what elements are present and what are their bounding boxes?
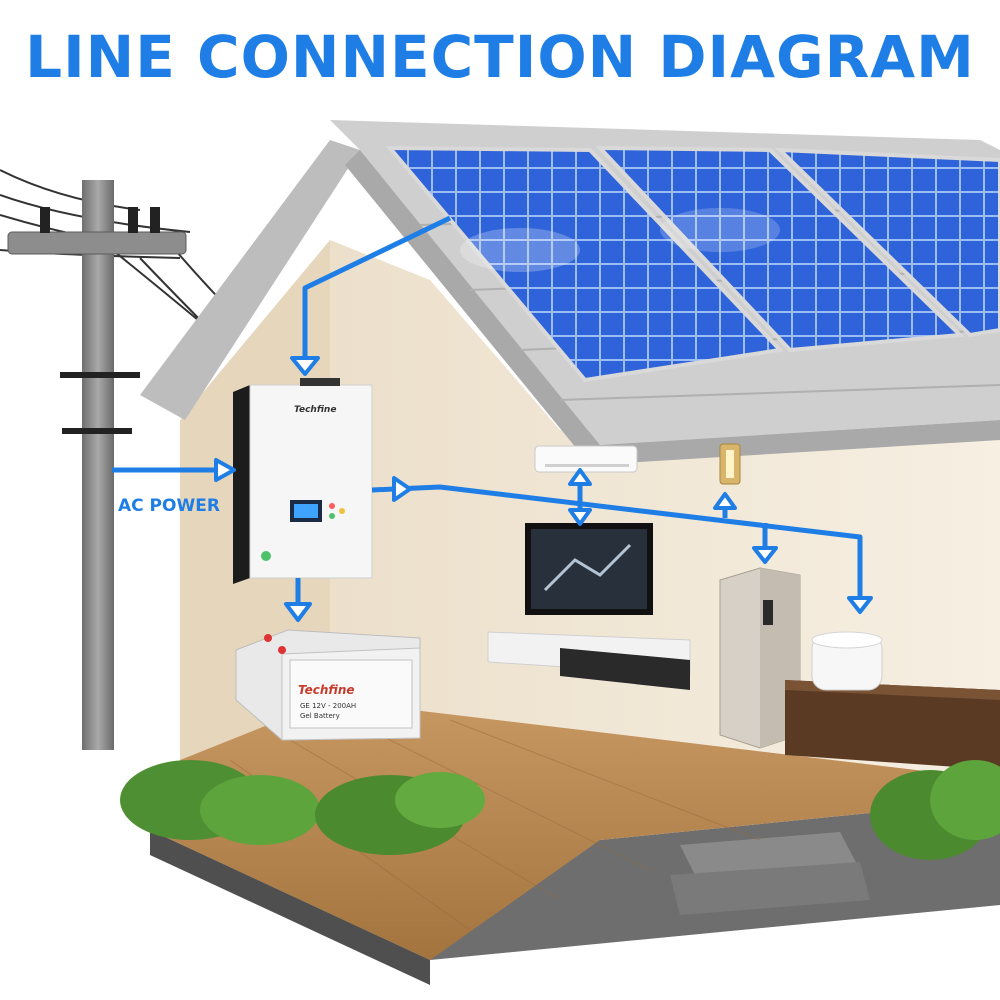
bush-left — [120, 760, 485, 855]
bush-right — [870, 760, 1000, 860]
solar-panel-3 — [774, 147, 1000, 338]
leaf-logo-icon — [261, 551, 271, 561]
ac-power-label: AC POWER — [118, 496, 220, 516]
pole-crossarm — [7, 231, 187, 255]
arrow-down-icon — [568, 508, 592, 526]
rice-cooker — [811, 631, 883, 691]
arrow-down-icon — [847, 596, 873, 614]
arrow-right-icon — [392, 476, 412, 502]
battery-brand: Techfine — [298, 683, 355, 697]
inverter-brand: Techfine — [294, 405, 336, 415]
gel-battery — [235, 629, 421, 741]
wall-lamp — [719, 443, 741, 485]
air-conditioner — [534, 445, 638, 473]
arrow-right-icon — [214, 458, 236, 482]
diagram-title: LINE CONNECTION DIAGRAM — [25, 23, 975, 91]
solar-panels — [385, 145, 1000, 383]
roof-left-edge — [140, 140, 360, 420]
arrow-down-icon — [752, 546, 778, 564]
arrow-up-icon — [713, 492, 737, 510]
connection-arrows — [214, 356, 873, 622]
arrow-down-icon — [284, 602, 312, 622]
battery-type: Gel Battery — [300, 712, 340, 720]
solar-to-inverter-line — [302, 215, 452, 358]
inverter — [233, 378, 373, 584]
television — [525, 523, 653, 615]
solar-panel-1 — [385, 145, 785, 383]
pole-post — [82, 180, 114, 750]
tv-console — [487, 631, 691, 690]
arrow-down-icon — [290, 356, 320, 376]
sideboard — [785, 680, 1000, 770]
battery-model: GE 12V - 200AH — [300, 702, 356, 710]
wood-floor — [150, 700, 1000, 960]
solar-panel-2 — [595, 145, 965, 353]
arrow-up-icon — [568, 468, 592, 486]
